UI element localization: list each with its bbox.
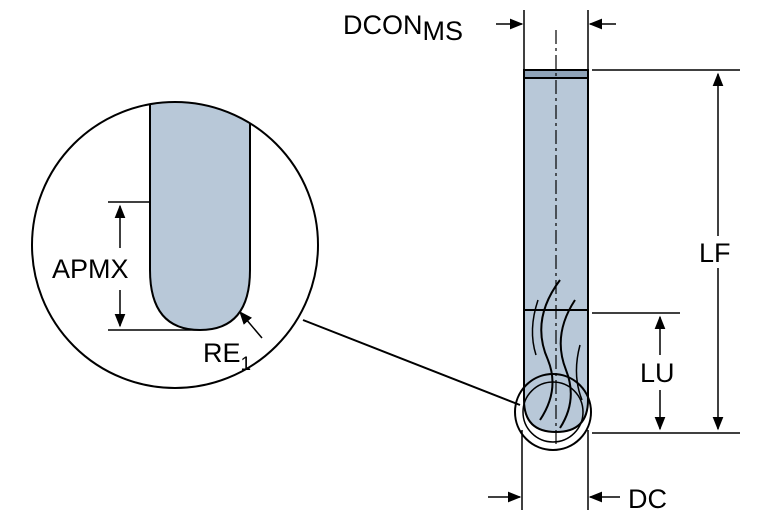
lu-label: LU	[640, 358, 675, 388]
zoom-detail	[31, 101, 319, 389]
re-leader-arrow	[239, 310, 263, 339]
ball-nose-inner	[522, 381, 584, 443]
re-subscript: 1	[241, 354, 252, 375]
flute-helix-1	[539, 279, 561, 421]
dc-label: DC	[628, 484, 667, 514]
dcon-label: DCONMS	[343, 10, 463, 46]
zoom-circle-border	[31, 101, 319, 389]
zoom-connector-line	[302, 319, 521, 406]
lf-label: LF	[699, 238, 731, 268]
flute-helix-3	[531, 299, 539, 356]
zoom-tool-tip	[149, 102, 251, 332]
end-mill-tool	[514, 30, 592, 451]
ball-nose-circle	[514, 373, 592, 451]
flute-helix-2	[559, 299, 576, 429]
apmx-dimension	[108, 201, 200, 331]
dcon-subscript: MS	[423, 16, 464, 46]
dimension-lines	[488, 10, 740, 510]
flute-helix-4	[575, 344, 583, 401]
apmx-label: APMX	[52, 254, 129, 284]
re-label: RE1	[203, 338, 251, 375]
